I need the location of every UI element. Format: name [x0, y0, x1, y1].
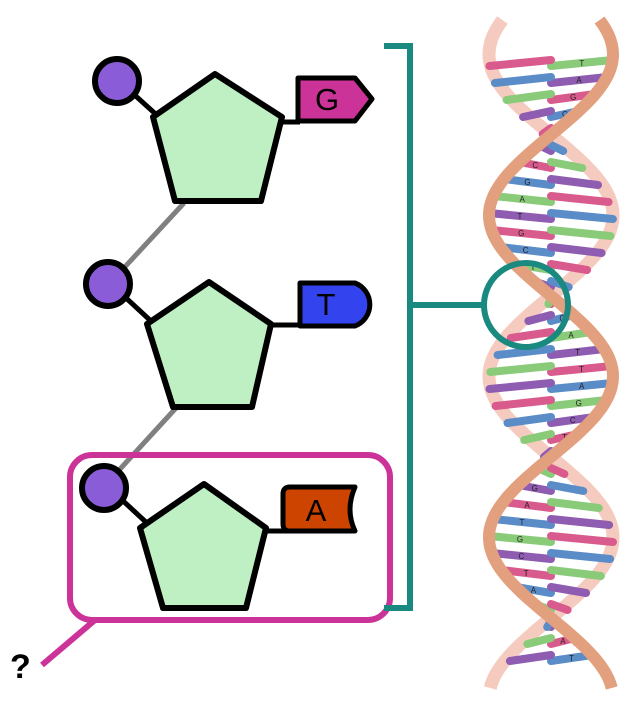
nucleotide-g: G: [92, 56, 375, 204]
base-t-label: T: [317, 287, 336, 322]
helix-rung-letter: G: [524, 178, 530, 187]
base-g-shape: [295, 75, 375, 124]
helix-rung: [547, 566, 605, 580]
helix-rung-letter: T: [530, 263, 535, 272]
helix-rung-letter: T: [569, 654, 574, 663]
helix-rung: [547, 226, 615, 240]
helix-rung: [547, 209, 617, 223]
nucleotide-t: T: [83, 259, 373, 410]
base-g-label: G: [315, 82, 339, 117]
helix-strand-front: [482, 16, 620, 690]
helix-rung: [488, 515, 555, 529]
helix-rung: [489, 192, 555, 206]
helix-rung: [547, 362, 616, 376]
base-a-shape: [280, 484, 358, 534]
helix-rung: [523, 634, 555, 648]
helix-rung: [547, 260, 592, 274]
strand-bracket: [384, 43, 413, 611]
helix-rung: [547, 583, 591, 597]
backbone-link-2: [108, 406, 178, 482]
helix-rung-letter: G: [532, 484, 538, 493]
helix-rung-letter: C: [559, 314, 565, 323]
helix-rung-letter: A: [524, 501, 530, 510]
helix-rung-letter: T: [579, 365, 584, 374]
helix-rung: [547, 141, 568, 155]
helix-rung-letter: C: [570, 416, 576, 425]
helix-rung: [519, 107, 555, 121]
helix-rung-letter: T: [518, 212, 523, 221]
helix-rung-letter: A: [531, 586, 537, 595]
phosphate-circle-2: [83, 259, 133, 309]
helix-rung: [547, 481, 588, 495]
helix-rung-letter: T: [524, 569, 529, 578]
helix-rung: [547, 243, 606, 257]
helix-rung: [496, 243, 555, 257]
helix-rung-letter: A: [568, 331, 574, 340]
helix-rung: [547, 56, 617, 70]
sugar-pentagon-1: [150, 71, 285, 204]
helix-rung: [547, 600, 572, 614]
helix-rung-letter: T: [562, 433, 567, 442]
nucleotide-a: A: [79, 463, 358, 611]
helix-rung: [524, 311, 555, 325]
helix-rung: [547, 498, 603, 512]
helix-rung: [547, 464, 569, 478]
helix-rung-letter: G: [570, 93, 576, 102]
phosphate-circle-1: [92, 56, 142, 106]
helix-rung: [487, 226, 555, 240]
helix-rung-letter: G: [518, 229, 524, 238]
helix-rung: [547, 515, 614, 529]
helix-rung: [547, 345, 609, 359]
helix-rung-letter: G: [576, 399, 582, 408]
helix-rung-letter: T: [579, 59, 584, 68]
helix-rung: [547, 532, 617, 546]
helix-rung: [485, 209, 555, 223]
base-t-shape: [297, 280, 373, 329]
helix-rung-letter: A: [579, 382, 585, 391]
helix-rung-letter: C: [562, 110, 568, 119]
helix-rung: [491, 396, 555, 410]
helix-rung-letter: A: [520, 195, 526, 204]
helix-rung: [547, 396, 611, 410]
helix-rung-letter: A: [576, 76, 582, 85]
helix-rung: [547, 73, 612, 87]
helix-rung-letter: A: [560, 637, 566, 646]
question-mark: ?: [10, 648, 31, 686]
helix-rung-letter: G: [517, 535, 523, 544]
helix-rung: [493, 345, 555, 359]
helix-rung: [502, 90, 555, 104]
helix-rung: [499, 498, 555, 512]
base-a-label: A: [306, 493, 327, 528]
helix-rung: [547, 192, 613, 206]
sugar-pentagon-3: [137, 481, 269, 611]
helix-rung: [520, 430, 555, 444]
highlight-pointer-line: [40, 617, 97, 668]
helix-rung: [547, 379, 617, 393]
helix-rung: [490, 73, 555, 87]
sugar-pentagon-2: [144, 279, 274, 410]
helix-rung: [505, 651, 555, 665]
helix-rung-letter: C: [523, 246, 529, 255]
helix-rung-letter: T: [575, 348, 580, 357]
phosphate-circle-3: [79, 463, 129, 513]
helix-rung: [485, 532, 555, 546]
helix-rung-letter: T: [520, 518, 525, 527]
helix-rung: [547, 158, 587, 172]
helix-rung: [547, 549, 615, 563]
helix-rung-letter: C: [532, 161, 538, 170]
helix-rung: [485, 379, 555, 393]
helix-rung: [487, 549, 555, 563]
helix-rung: [503, 413, 555, 427]
helix-rung: [547, 175, 602, 189]
helix-zoom-circle: [481, 260, 571, 350]
helix-rung-letter: C: [519, 552, 525, 561]
helix-rung: [485, 56, 555, 70]
helix-rung: [486, 362, 555, 376]
helix-rung: [506, 328, 555, 342]
nucleotide-highlight-box: [67, 452, 393, 623]
helix-rung: [500, 175, 555, 189]
